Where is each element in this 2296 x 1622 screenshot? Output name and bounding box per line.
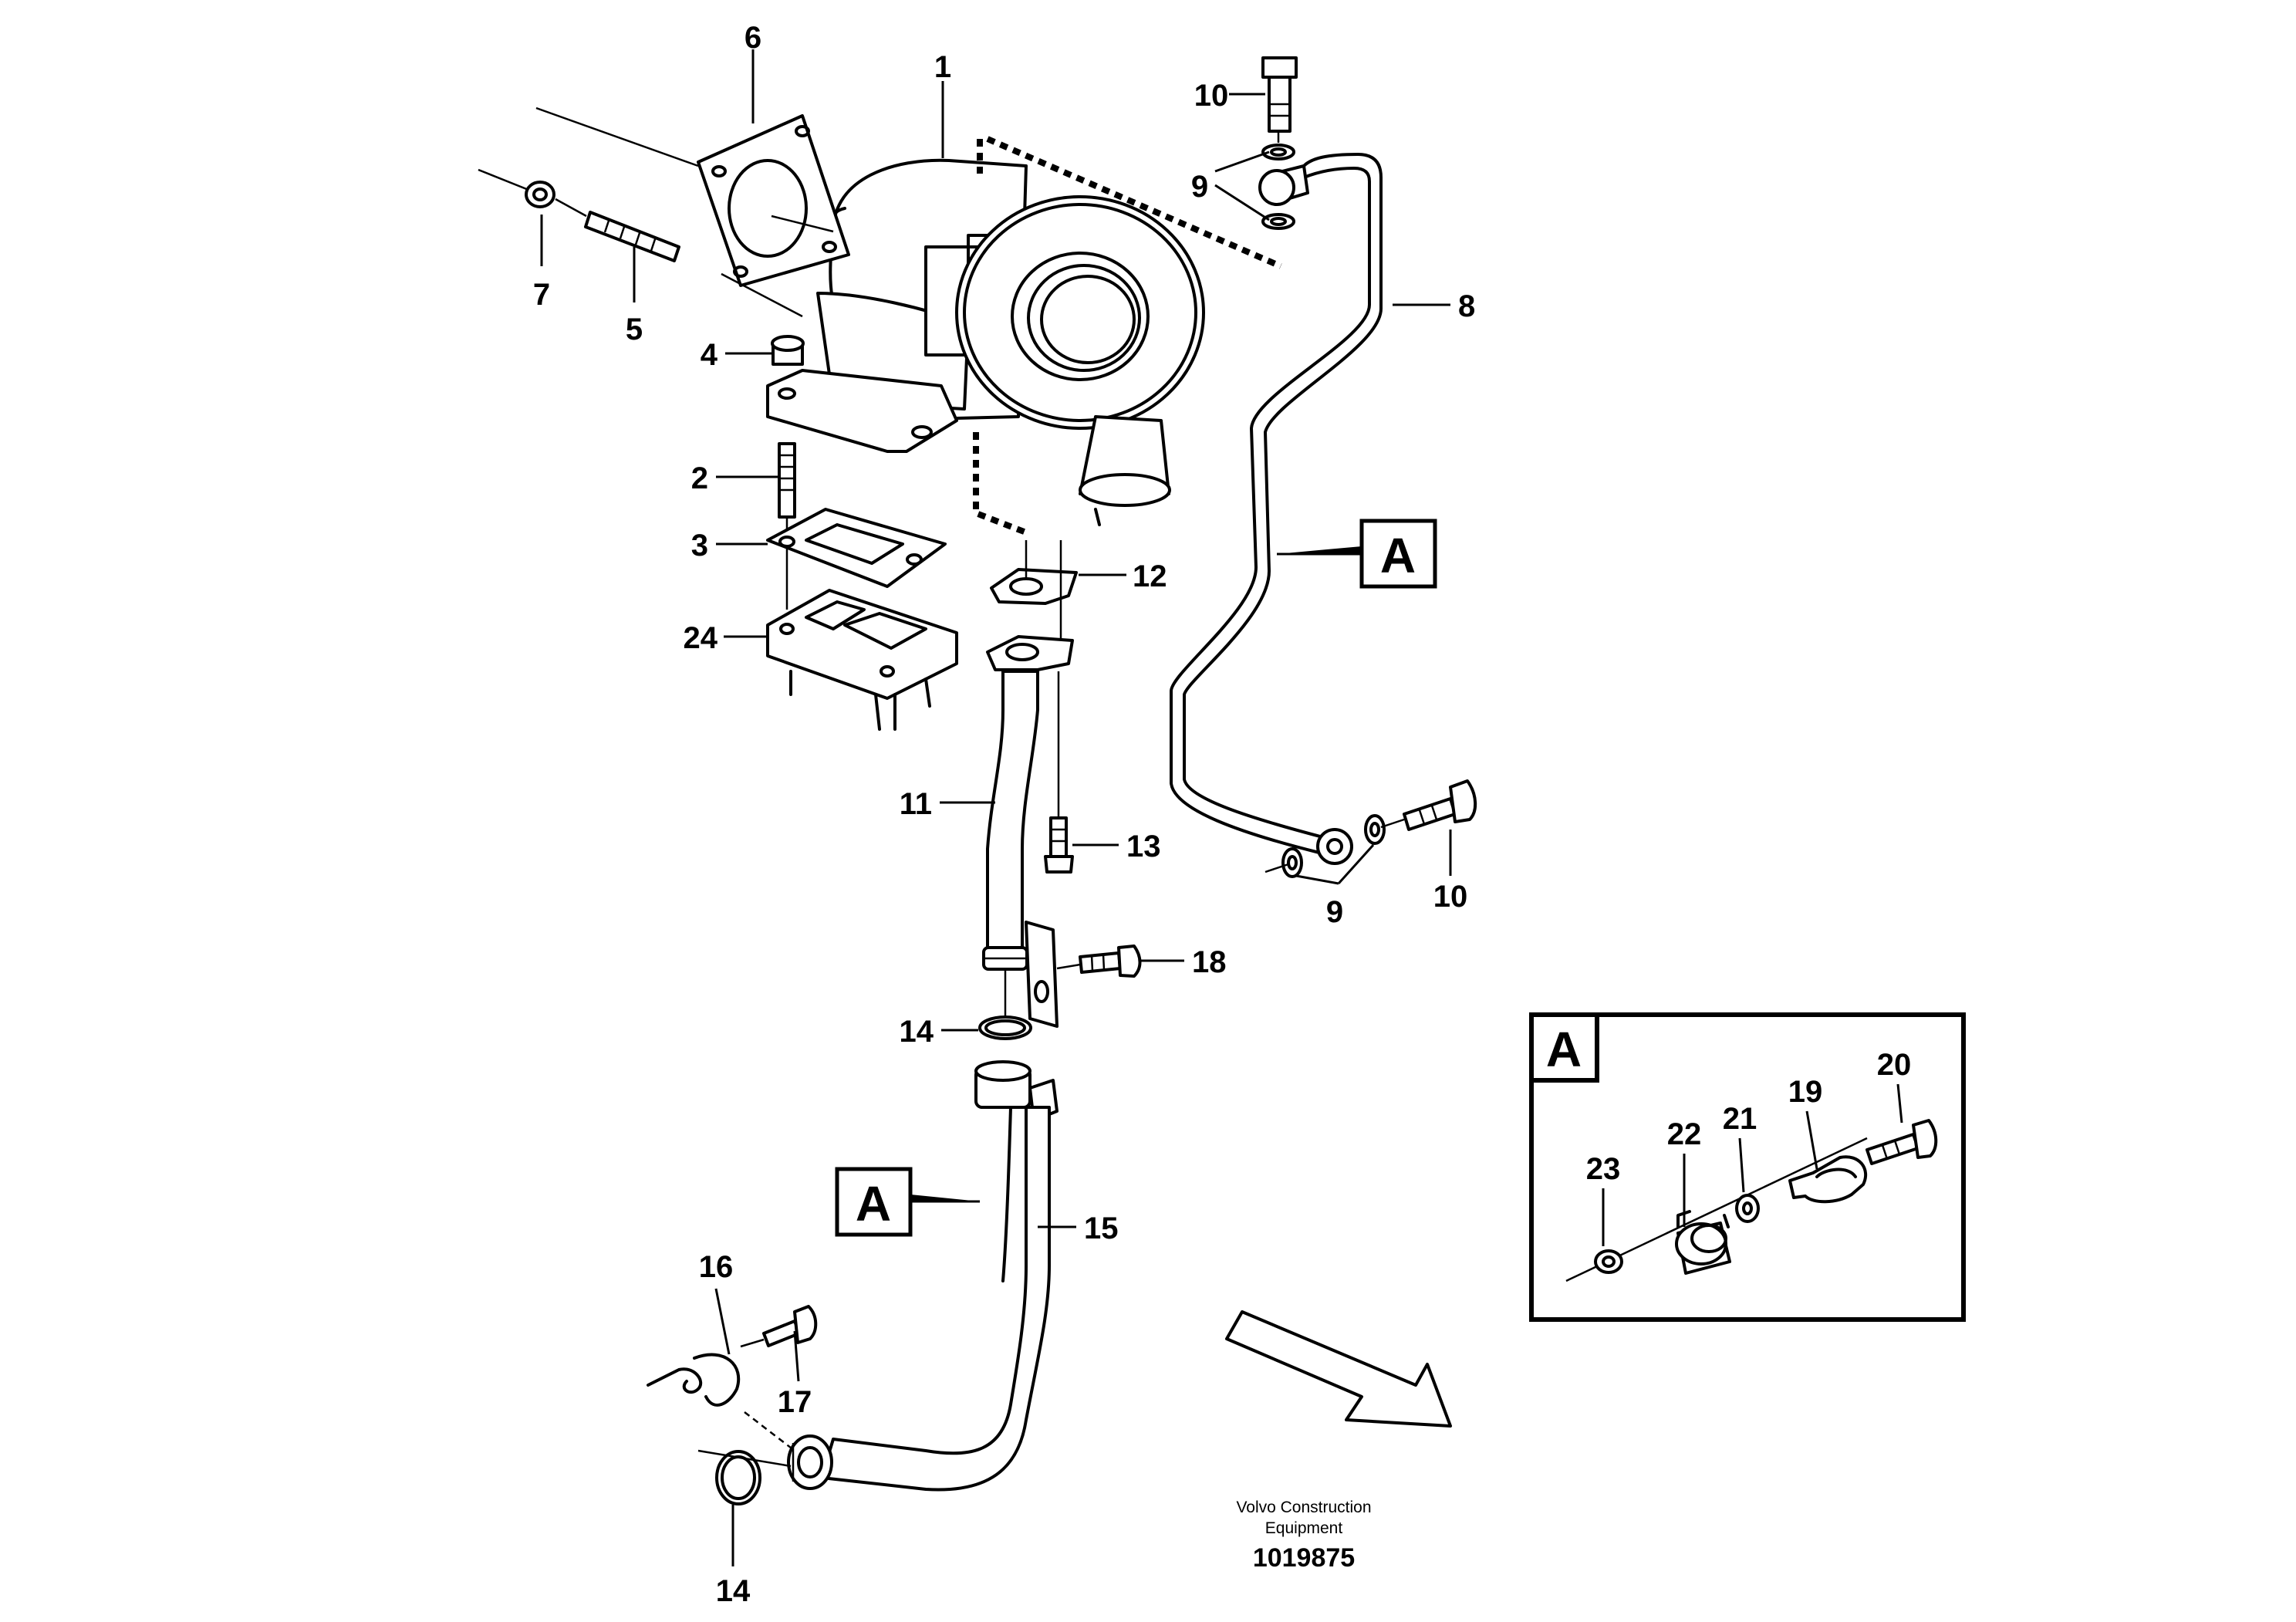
callout-11: 11: [900, 787, 932, 821]
callout-2: 2: [691, 461, 708, 495]
callout-24: 24: [684, 621, 718, 655]
callout-21: 21: [1723, 1102, 1757, 1136]
washer-lower-left: [1281, 847, 1303, 878]
callout-14-upper: 14: [900, 1015, 934, 1049]
bolt-18: [1079, 951, 1122, 974]
callout-12: 12: [1133, 559, 1167, 593]
callout-10-bottom: 10: [1433, 880, 1468, 914]
callout-4: 4: [701, 338, 718, 372]
section-label-upper-pipe: A: [1380, 528, 1416, 583]
o-ring-lower: [715, 1450, 761, 1505]
banjo-bolt-bottom: [1403, 797, 1457, 831]
direction-arrow: [1225, 1310, 1452, 1428]
detail-nut-icon: [1594, 1249, 1623, 1274]
spring-clip: [647, 1353, 741, 1407]
oil-supply-pipe: [1170, 153, 1383, 854]
callout-6: 6: [745, 21, 761, 55]
callout-3: 3: [691, 529, 708, 563]
washer-bottom: [1261, 213, 1295, 230]
stud-2: [778, 442, 796, 519]
drain-gasket: [990, 568, 1078, 605]
section-label-lower-pipe: A: [856, 1176, 891, 1232]
banjo-fitting-bottom: [1316, 828, 1353, 865]
callout-10-top: 10: [1194, 79, 1229, 113]
washer-top: [1261, 144, 1295, 161]
drain-flange: [986, 635, 1074, 671]
stud-bolt: [584, 211, 680, 262]
pipe-clamp: [1788, 1155, 1868, 1204]
callout-19: 19: [1788, 1075, 1823, 1109]
callout-20: 20: [1877, 1048, 1912, 1082]
bolt-13: [1049, 816, 1068, 858]
callout-8: 8: [1458, 289, 1475, 323]
callout-15: 15: [1084, 1211, 1119, 1245]
detail-washer: [1735, 1194, 1760, 1223]
callout-14-lower: 14: [716, 1574, 751, 1608]
pipe-bracket: [1025, 921, 1059, 1028]
flange-gasket: [697, 114, 850, 287]
oil-drain-pipe-upper: [986, 670, 1039, 951]
callout-23: 23: [1586, 1152, 1621, 1186]
o-ring-upper: [978, 1015, 1032, 1040]
detail-view-a: [1529, 1012, 1966, 1322]
manifold-block: [766, 589, 958, 731]
detail-box-label: A: [1546, 1022, 1582, 1077]
callout-22: 22: [1667, 1117, 1702, 1151]
exhaust-gasket: [766, 508, 947, 588]
oil-drain-pipe-lower: [787, 1060, 1059, 1492]
callout-9-top: 9: [1191, 170, 1208, 204]
callout-9-bottom: 9: [1326, 895, 1343, 929]
callout-16: 16: [699, 1250, 734, 1284]
nut-icon: [525, 181, 555, 208]
washer-lower-right: [1364, 814, 1386, 845]
callout-18: 18: [1192, 945, 1227, 979]
callout-1: 1: [934, 50, 951, 84]
callout-5: 5: [626, 313, 643, 346]
document-number: 1019875: [1253, 1543, 1355, 1573]
credit-line-2: Equipment: [1265, 1519, 1343, 1537]
callout-17: 17: [778, 1385, 812, 1419]
callout-13: 13: [1126, 830, 1161, 863]
turbocharger: [766, 158, 1205, 526]
credit-line-1: Volvo Construction: [1236, 1499, 1371, 1516]
callout-7: 7: [533, 278, 550, 312]
